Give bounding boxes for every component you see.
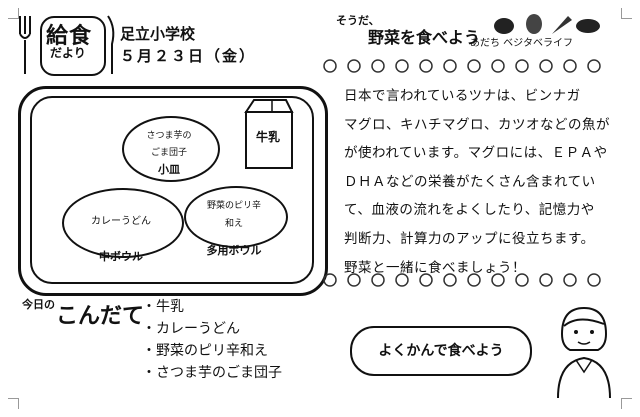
bubble-text: よくかんで食べよう [378,343,504,359]
menu-heading-small: 今日の [22,298,55,311]
menu-item: ・牛乳 [142,299,184,315]
crop-mark [8,8,19,19]
article-body: 日本で言われているツナは、ビンナガ マグロ、キハチマグロ、カツオなどの魚が が使… [344,82,614,282]
milk-label: 牛乳 [255,130,280,144]
article-line: 判断力、計算力のアップに役立ちます。 [344,230,595,247]
school-name: 足立小学校 [120,25,196,43]
speech-bubble [350,326,532,376]
menu-item: ・さつま芋のごま団子 [142,365,282,381]
vegetable-icon [494,14,600,34]
banner-title: 野菜を食べよう [368,28,481,47]
knife-icon [107,15,115,74]
menu-heading: こんだて [56,304,145,329]
multi-bowl [184,186,288,248]
article-line: ＤＨＡなどの栄養がたくさん含まれてい [344,173,596,190]
small-plate-text-2: ごま団子 [150,148,187,158]
multi-bowl-label: 多用ボウル [206,244,262,257]
middle-bowl [62,188,184,258]
crop-mark [8,398,19,409]
logo-title: 給食 [46,24,93,49]
teacher-illustration-icon [557,306,611,399]
middle-bowl-text: カレーうどん [91,216,151,227]
menu-item: ・野菜のピリ辛和え [142,343,268,359]
small-plate [122,116,220,182]
logo-frame [40,16,106,76]
small-plate-label: 小皿 [158,163,180,176]
banner-subtitle: そうだ、 [336,14,380,27]
multi-bowl-text-2: 和え [224,219,243,229]
issue-date: ５月２３日（金） [120,47,257,65]
milk-carton-icon [244,99,294,169]
crop-mark [621,8,632,19]
fork-icon [19,16,31,74]
middle-bowl-label: 中ボウル [99,250,143,263]
small-plate-text-1: さつま芋の [146,131,192,141]
article-line: 日本で言われているツナは、ビンナガ [344,88,581,104]
article-line: が使われています。マグロには、ＥＰＡや [344,145,608,162]
tray-inner [30,96,314,284]
multi-bowl-text-1: 野菜のピリ辛 [206,201,261,211]
menu-item: ・カレーうどん [142,321,240,337]
menu-list: ・牛乳 ・カレーうどん ・野菜のピリ辛和え ・さつま芋のごま団子 [142,296,282,384]
article-line: 野菜と一緒に食べましょう！ [344,259,526,276]
banner-tagline: あだち ベジタベライフ [470,38,573,49]
vegetable-border-icon [323,59,601,73]
article-line: て、血液の流れをよくしたり、記憶力や [344,202,595,219]
crop-mark [621,398,632,409]
article-line: マグロ、キハチマグロ、カツオなどの魚が [344,116,610,133]
vegetable-border-icon [323,273,601,287]
logo-subtitle: だより [50,46,86,60]
